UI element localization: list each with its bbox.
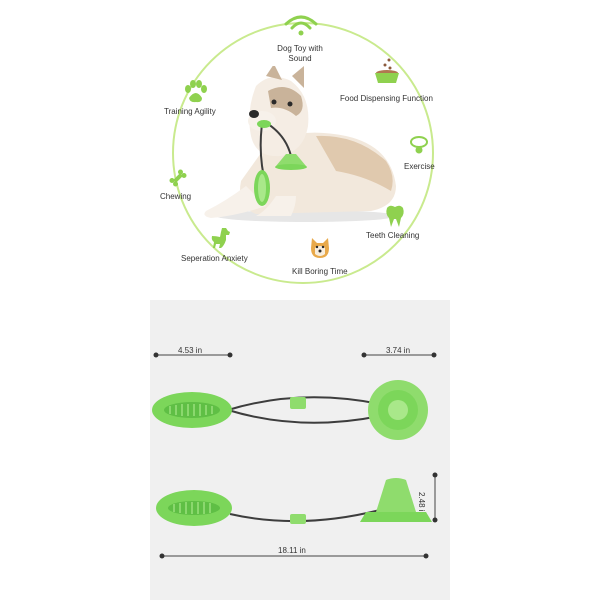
sound-waves-icon: [284, 15, 318, 36]
feature-label-training-agility: Training Agility: [164, 107, 216, 116]
dog-silhouette-icon: [211, 228, 230, 248]
toy-top-view: [152, 380, 428, 440]
dimension-panel: [150, 300, 450, 600]
paw-icon: [185, 80, 207, 103]
feature-label-kill-boring-time: Kill Boring Time: [292, 267, 348, 276]
dimension-label-ball-length: 4.53 in: [178, 346, 203, 355]
feature-label-chewing: Chewing: [160, 192, 192, 201]
dog-face-icon: [311, 238, 329, 258]
collar-icon: [410, 136, 428, 154]
feature-label-dog-toy-sound: Dog Toy with Sound: [277, 44, 323, 63]
bone-icon: [169, 169, 187, 187]
feature-label-food-dispensing: Food Dispensing Function: [340, 94, 433, 103]
dimension-lines: [153, 352, 438, 559]
feature-label-seperation-anxiety: Seperation Anxiety: [181, 254, 248, 263]
feature-label-teeth-cleaning: Teeth Cleaning: [366, 231, 420, 240]
dog-with-toy-image: [204, 66, 396, 222]
food-bowl-icon: [375, 58, 399, 83]
tooth-icon: [386, 205, 404, 227]
feature-label-exercise: Exercise: [404, 162, 435, 171]
toy-side-view: [156, 478, 432, 526]
dimension-label-total-length: 18.11 in: [278, 546, 306, 555]
dimension-label-cup-width: 3.74 in: [386, 346, 411, 355]
